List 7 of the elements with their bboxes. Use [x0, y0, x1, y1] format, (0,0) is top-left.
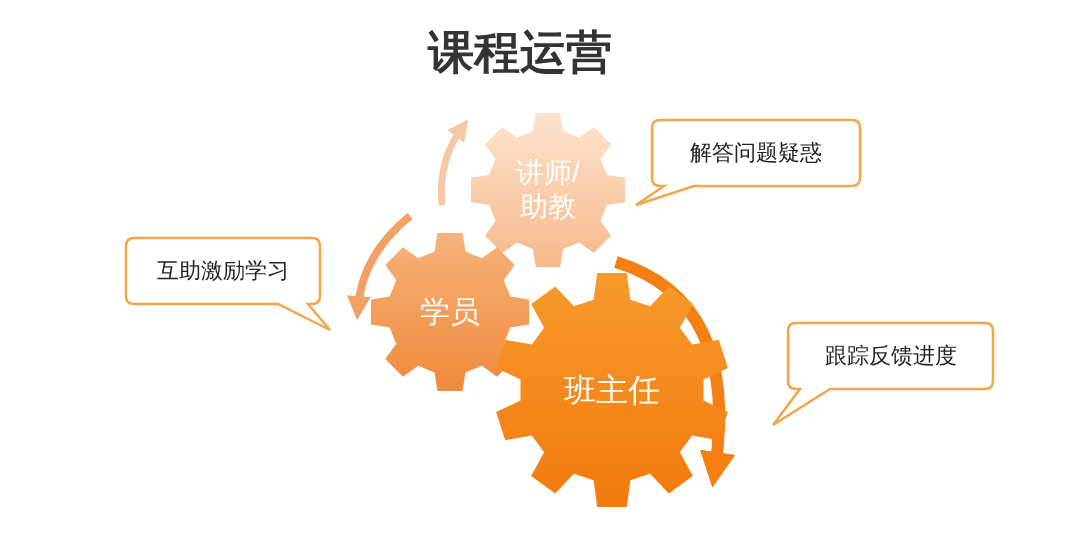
gear-label: 学员	[419, 294, 481, 330]
title: 课程运营	[426, 25, 613, 80]
callout-text: 互助激励学习	[156, 257, 290, 285]
gear-label: 讲师/助教	[515, 156, 581, 224]
callout-text: 跟踪反馈进度	[823, 342, 958, 370]
callout-text: 解答问题疑惑	[689, 139, 823, 167]
gear-label: 班主任	[563, 370, 661, 410]
